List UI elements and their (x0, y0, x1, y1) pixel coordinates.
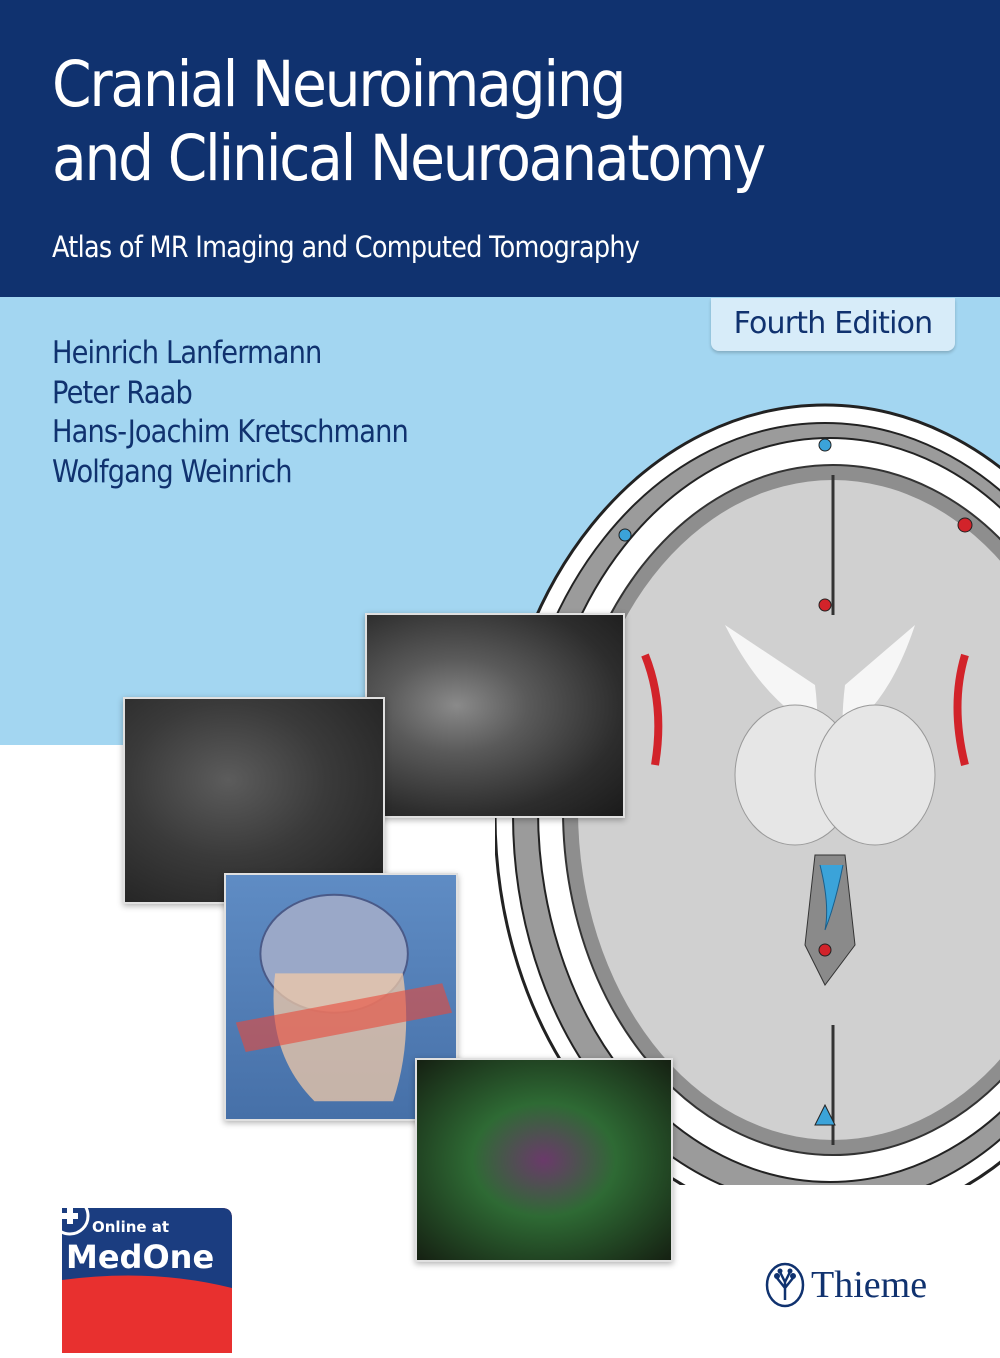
book-title: Cranial Neuroimaging and Clinical Neuroa… (52, 48, 766, 196)
mri-sagittal-hippocampus-image (123, 697, 385, 904)
author-name: Heinrich Lanfermann (52, 335, 322, 371)
title-line-2: and Clinical Neuroanatomy (52, 122, 766, 195)
title-band (0, 0, 1000, 297)
title-line-1: Cranial Neuroimaging (52, 48, 627, 121)
medone-line2: MedOne (66, 1238, 214, 1276)
medone-logo: Online at MedOne (50, 1196, 232, 1353)
tree-icon (765, 1262, 805, 1308)
author-name: Wolfgang Weinrich (52, 453, 293, 490)
brain-axial-illustration (495, 403, 1000, 1185)
author-name: Peter Raab (52, 374, 193, 411)
book-subtitle: Atlas of MR Imaging and Computed Tomogra… (52, 230, 640, 264)
edition-badge: Fourth Edition (711, 298, 955, 351)
medone-line1: Online at (92, 1218, 169, 1236)
publisher-logo: Thieme (765, 1260, 927, 1310)
author-list: Heinrich Lanfermann Peter Raab Hans-Joac… (52, 334, 409, 492)
dti-color-image (415, 1058, 673, 1262)
head-render-illustration (235, 893, 453, 1102)
medone-badge[interactable]: Online at MedOne (50, 1196, 232, 1353)
author-name: Hans-Joachim Kretschmann (52, 414, 409, 450)
publisher-name: Thieme (811, 1264, 928, 1306)
mri-axial-image (365, 613, 625, 818)
